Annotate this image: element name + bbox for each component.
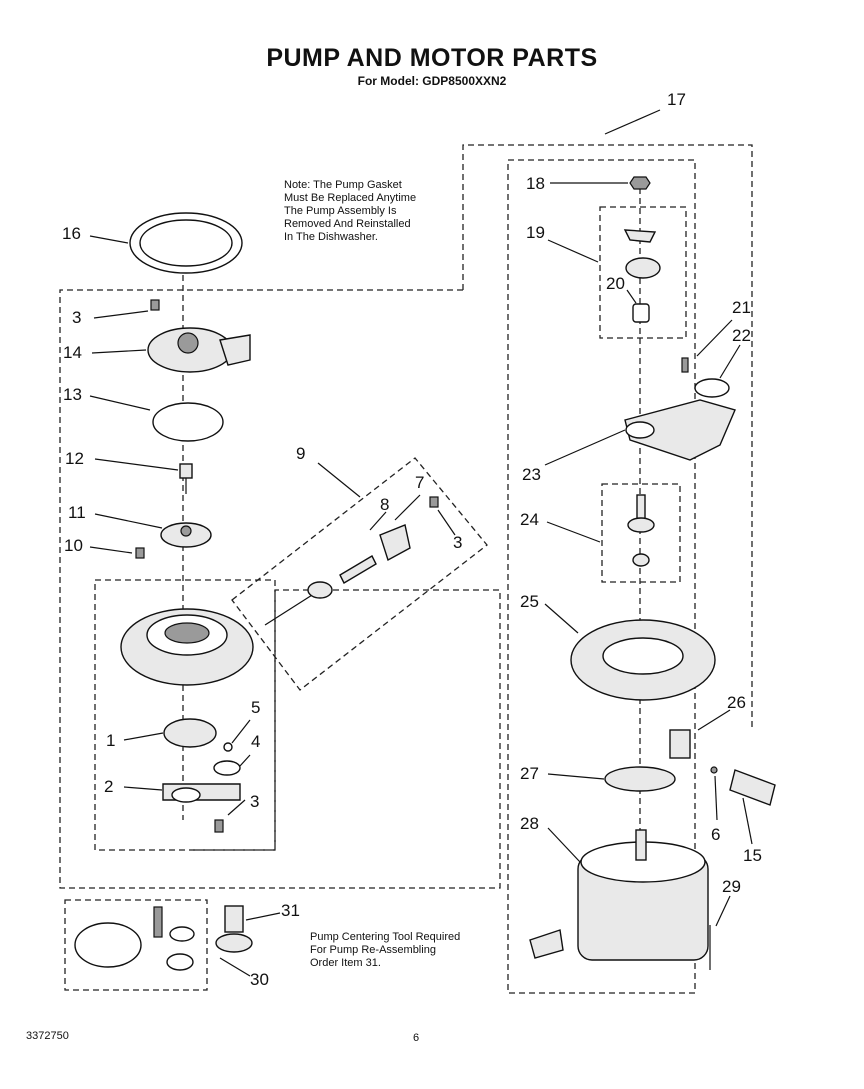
- callout-29: 29: [722, 877, 741, 896]
- page-title: PUMP AND MOTOR PARTS: [266, 44, 598, 72]
- callout-15: 15: [743, 846, 762, 865]
- callout-26: 26: [727, 693, 746, 712]
- tool-note-line: Pump Centering Tool Required: [310, 931, 461, 943]
- gasket-note-line: Removed And Reinstalled: [284, 218, 411, 230]
- tool-note-line: For Pump Re-Assembling: [310, 944, 436, 956]
- kit-ring-30: [74, 922, 142, 968]
- callout-30: 30: [250, 970, 269, 989]
- clip-6: [710, 766, 718, 774]
- callout-10: 10: [64, 536, 83, 555]
- callout-18: 18: [526, 174, 545, 193]
- motor-28: [529, 829, 709, 961]
- group-outline-17: [462, 144, 753, 730]
- callout-3: 3: [250, 792, 260, 811]
- bracket-2: [162, 783, 241, 803]
- callout-28: 28: [520, 814, 539, 833]
- bracket-26: [669, 729, 691, 759]
- group-outline-30: [64, 899, 208, 991]
- bushing-20: [632, 303, 650, 323]
- kit-screw-30: [153, 906, 163, 938]
- gasket-note-line: Must Be Replaced Anytime: [284, 192, 417, 204]
- callout-20: 20: [606, 274, 625, 293]
- screw-10: [135, 547, 145, 559]
- callout-21: 21: [732, 298, 751, 317]
- tool-note: Pump Centering Tool Required For Pump Re…: [310, 931, 460, 970]
- model-subtitle: For Model: GDP8500XXN2: [357, 74, 507, 88]
- callout-22: 22: [732, 326, 751, 345]
- callout-12: 12: [65, 449, 84, 468]
- shaft-assembly-24: [627, 494, 655, 567]
- document-number: 3372750: [26, 1030, 69, 1042]
- gasket-note: Note: The Pump Gasket Must Be Replaced A…: [284, 179, 416, 244]
- callout-24: 24: [520, 510, 539, 529]
- screw-3b: [429, 496, 439, 508]
- screw-12: [179, 463, 193, 494]
- callout-7: 7: [415, 473, 425, 492]
- gasket-note-line: The Pump Assembly Is: [284, 205, 397, 217]
- seal-13: [152, 402, 224, 442]
- group-outline-24: [601, 483, 681, 583]
- page-number: 6: [413, 1032, 420, 1044]
- screen-1: [163, 718, 217, 748]
- ball-5: [223, 742, 233, 752]
- group-outline-9: [231, 457, 488, 691]
- callout-27: 27: [520, 764, 539, 783]
- pump-gasket-16: [129, 212, 243, 274]
- oring-22: [694, 378, 730, 398]
- callout-23: 23: [522, 465, 541, 484]
- callout-4: 4: [251, 732, 261, 751]
- impeller-11: [160, 522, 212, 548]
- tool-note-line: Order Item 31.: [310, 957, 381, 969]
- screw-3a: [150, 299, 160, 311]
- callout-17: 17: [667, 90, 686, 109]
- callout-5: 5: [251, 698, 261, 717]
- nut-18: [629, 176, 651, 190]
- callout-1: 1: [106, 731, 116, 750]
- callout-31: 31: [281, 901, 300, 920]
- callout-13: 13: [63, 385, 82, 404]
- pump-housing: [120, 608, 254, 686]
- gasket-note-line: In The Dishwasher.: [284, 231, 378, 243]
- oring-4: [213, 760, 241, 776]
- callout-3: 3: [453, 533, 463, 552]
- gasket-note-line: Note: The Pump Gasket: [284, 179, 402, 191]
- callout-6: 6: [711, 825, 721, 844]
- callout-2: 2: [104, 777, 114, 796]
- centering-tool-31: [215, 905, 253, 953]
- callout-16: 16: [62, 224, 81, 243]
- disc-27: [604, 766, 676, 792]
- pump-cover-14: [147, 327, 251, 373]
- group-outline-pump-assembly: [59, 289, 501, 889]
- mounting-plate-23: [624, 399, 736, 461]
- callout-3: 3: [72, 308, 82, 327]
- group-outline-motor: [507, 159, 696, 994]
- valve-assembly-9: [264, 524, 411, 626]
- callout-11: 11: [68, 503, 86, 522]
- thermostat-15: [729, 769, 776, 806]
- screw-3c: [214, 819, 224, 833]
- motor-mount-25: [570, 619, 716, 701]
- callout-19: 19: [526, 223, 545, 242]
- coupling-19: [623, 229, 661, 279]
- callout-9: 9: [296, 444, 306, 463]
- callout-14: 14: [63, 343, 82, 362]
- callout-8: 8: [380, 495, 390, 514]
- screw-21: [681, 357, 689, 373]
- group-outline-pump-lower: [94, 579, 276, 851]
- callout-25: 25: [520, 592, 539, 611]
